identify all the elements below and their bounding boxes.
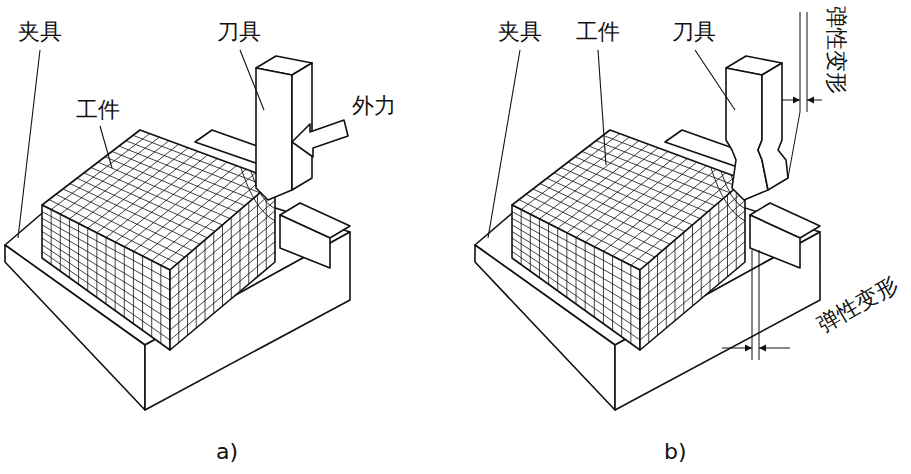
mesh-line	[567, 151, 668, 232]
mesh-line	[170, 190, 275, 280]
mesh-line	[97, 151, 198, 232]
panel-b	[475, 12, 822, 410]
mesh-line	[640, 201, 745, 291]
fixture-ledge-front	[280, 215, 330, 268]
part-label: 刀具	[672, 20, 716, 44]
leader-line	[240, 50, 264, 110]
mesh-grid	[170, 188, 275, 343]
mesh-line	[585, 159, 687, 243]
extension-line	[788, 112, 800, 178]
mesh-line	[539, 141, 639, 219]
arrow-head	[807, 97, 814, 104]
mesh-line	[42, 245, 170, 330]
workpiece-side	[170, 180, 275, 350]
dimension-line	[800, 12, 801, 112]
deformation-label: 弹性变形	[824, 6, 848, 94]
mesh-line	[512, 251, 640, 340]
force-label: 外力	[352, 94, 396, 118]
mesh-line	[512, 225, 640, 300]
mesh-line	[42, 232, 170, 311]
leader-line	[598, 50, 606, 165]
mesh-line	[549, 144, 649, 223]
mesh-line	[69, 141, 169, 219]
mesh-line	[88, 148, 188, 228]
mesh-line	[558, 148, 659, 228]
mesh-line	[170, 231, 275, 320]
panel-a	[5, 56, 350, 410]
mesh-line	[640, 231, 745, 320]
arrow-head	[793, 97, 800, 104]
mesh-line	[115, 159, 217, 243]
mesh-line	[170, 242, 275, 331]
arrow-head	[745, 345, 752, 352]
leader-line	[100, 126, 112, 168]
mesh-line	[42, 238, 170, 320]
mesh-line	[42, 225, 170, 300]
mesh-line	[60, 137, 159, 214]
tool-side-bent	[758, 63, 788, 190]
part-label: 夹具	[498, 20, 542, 44]
mesh-line	[640, 211, 745, 300]
mesh-line	[170, 211, 275, 300]
leader-line	[695, 50, 735, 110]
subfigure-label: a)	[216, 440, 238, 464]
leader-line	[488, 50, 520, 238]
mesh-line	[51, 134, 150, 210]
mesh-line	[512, 245, 640, 330]
mesh-line	[512, 212, 640, 280]
workpiece-front	[42, 205, 170, 350]
mesh-line	[512, 232, 640, 311]
part-label: 夹具	[18, 20, 62, 44]
mesh-line	[640, 190, 745, 280]
tool-front	[256, 68, 292, 200]
leader-line	[18, 50, 40, 238]
arrow-head	[759, 345, 766, 352]
mesh-grid	[512, 210, 640, 344]
dimension-line	[807, 12, 808, 112]
part-label: 工件	[576, 20, 620, 44]
mesh-line	[170, 201, 275, 291]
fixture-ledge-front	[750, 215, 800, 268]
dimension-line	[759, 250, 760, 360]
mesh-line	[79, 144, 179, 223]
workpiece-side	[640, 180, 745, 350]
mesh-line	[640, 252, 745, 340]
mesh-line	[42, 251, 170, 340]
subfigure-label: b)	[664, 440, 687, 464]
dimension-line	[752, 250, 753, 360]
part-label: 刀具	[217, 20, 261, 44]
leaders	[18, 50, 735, 238]
mesh-line	[512, 238, 640, 320]
mesh-grid	[640, 188, 745, 343]
mesh-line	[106, 155, 208, 238]
mesh-line	[576, 155, 678, 238]
workpiece-front	[512, 205, 640, 350]
mesh-line	[170, 252, 275, 340]
mesh-grid	[42, 210, 170, 344]
mesh-line	[530, 137, 629, 214]
part-label: 工件	[76, 98, 120, 122]
force-arrow	[292, 120, 348, 157]
mesh-line	[42, 212, 170, 280]
mesh-line	[640, 242, 745, 331]
deformation-label: 弹性变形	[814, 273, 902, 338]
